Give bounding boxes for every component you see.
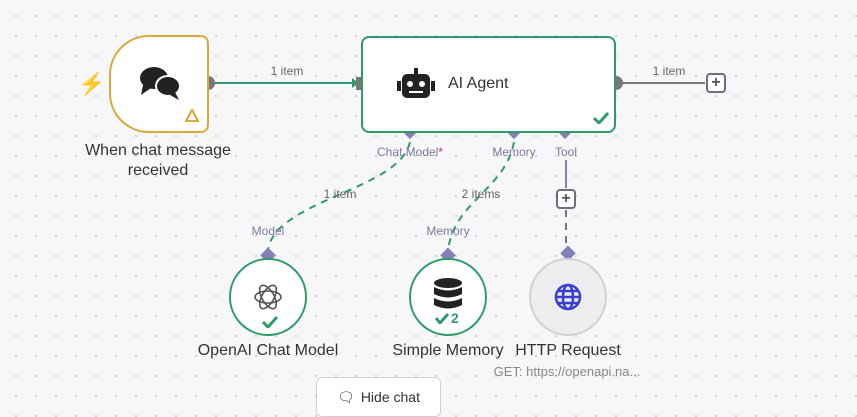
- edge-label: 2 items: [461, 187, 501, 201]
- run-count: 2: [451, 310, 459, 326]
- robot-icon: [397, 68, 435, 98]
- http-port: [560, 245, 576, 262]
- warning-icon: [185, 109, 199, 122]
- edge-label: 1 item: [323, 187, 357, 201]
- hide-chat-label: Hide chat: [360, 389, 420, 405]
- chat-model-text: Chat Model: [376, 145, 439, 159]
- trigger-node[interactable]: [109, 35, 209, 133]
- chat-model-port-label: Chat Model*: [377, 145, 443, 159]
- agent-input-port: [356, 77, 364, 90]
- edge-model: [267, 141, 411, 251]
- arrow-head: [352, 78, 359, 88]
- globe-icon: [554, 283, 582, 311]
- openai-node[interactable]: [229, 258, 307, 336]
- add-tool-button[interactable]: +: [556, 189, 576, 209]
- memory-node-name: Simple Memory: [392, 342, 504, 359]
- memory-input-label: Memory: [426, 224, 470, 238]
- ai-agent-node[interactable]: [361, 36, 616, 133]
- http-node-subtitle: GET: https://openapi.na...: [493, 364, 641, 379]
- edge-memory: [447, 141, 515, 251]
- chat-icon: 🗨: [337, 388, 355, 405]
- ai-agent-title: AI Agent: [448, 75, 509, 92]
- add-node-button[interactable]: +: [706, 73, 726, 93]
- hide-chat-button[interactable]: 🗨 Hide chat: [316, 377, 441, 417]
- tool-port-label: Tool: [554, 145, 578, 159]
- trigger-name-line1: When chat message: [85, 142, 231, 159]
- edge-label: 1 item: [270, 64, 304, 78]
- edge-label: 1 item: [652, 64, 686, 78]
- memory-port-label: Memory: [492, 145, 536, 159]
- trigger-name-line2: received: [127, 162, 189, 179]
- run-count-badge: 2: [435, 310, 459, 326]
- http-request-node[interactable]: [529, 258, 607, 336]
- http-node-name: HTTP Request: [515, 342, 621, 359]
- openai-node-name: OpenAI Chat Model: [197, 342, 339, 359]
- check-icon: [435, 312, 449, 324]
- required-mark: *: [438, 145, 444, 159]
- chat-bubbles-icon: [140, 67, 181, 100]
- bolt-icon: ⚡: [78, 71, 106, 96]
- simple-memory-node[interactable]: 2: [409, 258, 487, 336]
- database-icon: [434, 278, 462, 309]
- model-port-label: Model: [251, 224, 285, 238]
- check-icon: [593, 112, 609, 124]
- openai-icon: [254, 284, 282, 310]
- check-icon: [262, 316, 278, 328]
